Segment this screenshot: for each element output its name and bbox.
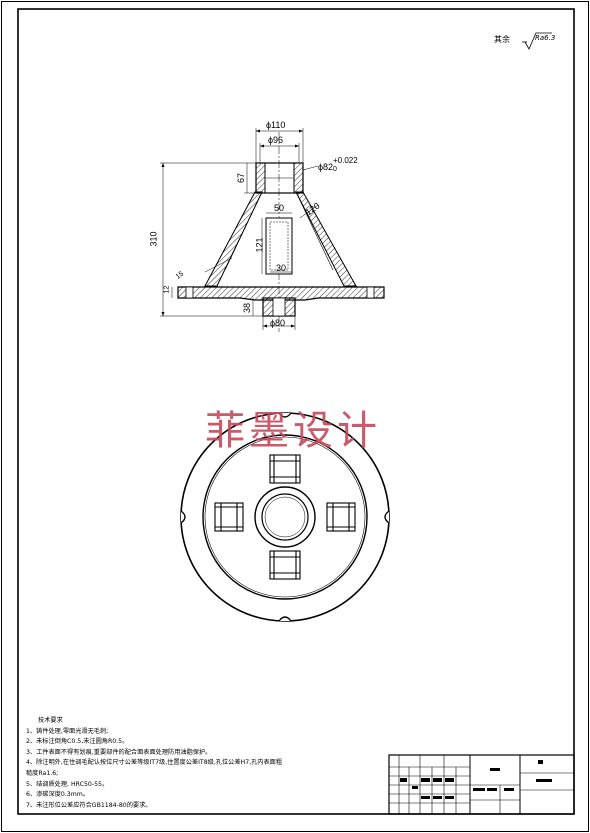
notes-heading: 技术要求 [38, 717, 63, 724]
dim-h38: 38 [242, 302, 253, 314]
roughness-value: Ra6.3 [535, 34, 556, 42]
rib-top [269, 454, 301, 484]
dim-w30: 30 [276, 263, 287, 273]
right-cone-wall [295, 191, 357, 287]
dim-d82-tol: +0.022 [333, 156, 358, 165]
left-cone-wall [204, 191, 263, 287]
note-item: 6、渗碳深度0.3mm。 [26, 791, 89, 799]
dim-d110: ϕ110 [266, 120, 286, 130]
dim-d80: ϕ80 [270, 318, 286, 328]
watermark-text: 菲墨设计 [205, 408, 381, 454]
dim-h12: 12 [163, 285, 171, 294]
note-item: 2、未标注倒角C0.5,未注圆角R0.5。 [26, 738, 129, 746]
note-item: 5、结调质处理, HRC50-55。 [26, 780, 109, 788]
note-item: 1、铸件处理,零面光滑无毛刺; [26, 727, 109, 735]
roughness-symbol [522, 32, 552, 50]
hub-right-wall [293, 162, 304, 194]
note-item: 4、除注明外,在住调毛配认按位尺寸公差等级IT7级,住置度公差IT8级,孔位公差… [26, 759, 283, 767]
dim-d82: ϕ82 [318, 162, 334, 172]
rib-bottom [269, 550, 301, 580]
title-block [388, 754, 575, 815]
rib-right [326, 502, 356, 532]
dim-h67: 67 [236, 172, 247, 184]
hub-inner [261, 493, 309, 541]
section-view [160, 128, 385, 332]
notch-top [278, 412, 292, 418]
rib-left [214, 502, 244, 532]
hub-left-wall [255, 162, 266, 194]
roughness-note: 其余 [494, 34, 510, 45]
dim-d82-tol-low: 0 [333, 166, 337, 173]
notch-bottom [278, 616, 292, 622]
note-item: 3、工件表面不得有划痕,重要部件的配合面表面处理防用油脂保护。 [26, 748, 212, 756]
note-item: 糙度Ra1.6; [26, 769, 59, 777]
notch-left [180, 510, 186, 524]
drawing-frame [17, 8, 575, 815]
roughness-note-label: 其余 [494, 35, 510, 44]
base-flange [177, 286, 385, 301]
cone-slot [265, 217, 293, 275]
hub-outer [254, 486, 316, 548]
top-view [180, 412, 390, 622]
note-item: 7、未注形位公差应符合GB1184-80的要求。 [26, 801, 152, 809]
dim-h310: 310 [148, 231, 159, 247]
technical-requirements: 技术要求 1、铸件处理,零面光滑无毛刺; 2、未标注倒角C0.5,未注圆角R0.… [26, 716, 282, 811]
outer-ring-inner [202, 434, 368, 600]
dim-d96: ϕ96 [268, 135, 284, 145]
dim-h121: 121 [254, 237, 265, 253]
dim-w50: 50 [274, 203, 285, 213]
notch-right [384, 510, 390, 524]
